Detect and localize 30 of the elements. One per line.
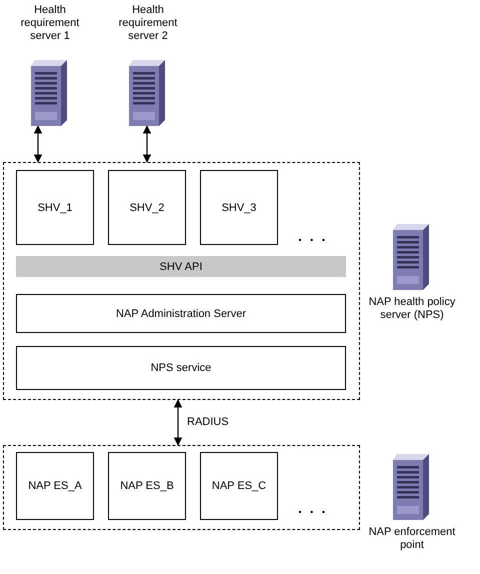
box-label: SHV API [160, 260, 202, 272]
dashed-container [3, 445, 360, 530]
process-box [108, 452, 186, 520]
dashed-container [3, 162, 360, 400]
box-label: SHV_3 [222, 202, 256, 214]
server-label: NAP enforcement point [368, 526, 456, 552]
box-label: SHV_1 [38, 202, 72, 214]
edge-label: RADIUS [187, 416, 229, 428]
api-bar [16, 256, 346, 277]
process-box [200, 452, 278, 520]
server-label: Health requirement server 1 [20, 4, 80, 43]
box-label: NAP Administration Server [116, 308, 246, 320]
box-label: NAP ES_C [212, 480, 266, 492]
server-label: Health requirement server 2 [118, 4, 178, 43]
double-arrow [34, 125, 42, 163]
server-label: NAP health policy server (NPS) [368, 296, 456, 322]
ellipsis: . . . [298, 228, 328, 244]
process-box [16, 294, 346, 333]
double-arrow [174, 399, 182, 446]
box-label: NAP ES_A [28, 480, 82, 492]
box-label: NAP ES_B [120, 480, 174, 492]
process-box [16, 452, 94, 520]
process-box [108, 170, 186, 245]
process-box [16, 346, 346, 390]
ellipsis: . . . [298, 500, 328, 516]
box-label: SHV_2 [130, 202, 164, 214]
process-box [200, 170, 278, 245]
box-label: NPS service [150, 362, 212, 374]
process-box [16, 170, 94, 245]
double-arrow [142, 125, 152, 163]
